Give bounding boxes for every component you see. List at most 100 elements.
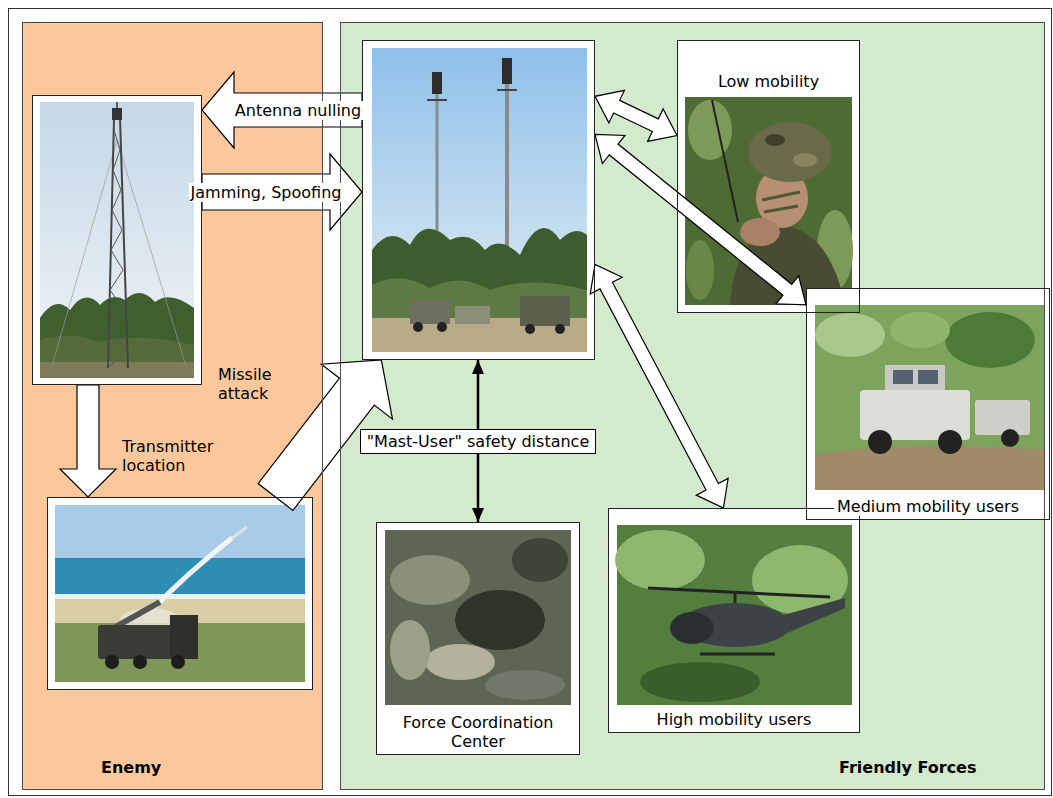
photo-box: [32, 95, 202, 385]
helmet-camo: [793, 153, 817, 167]
photo-frame: [32, 95, 202, 385]
edge-label: Antenna nulling: [233, 101, 363, 120]
photo-box: Force Coordination Center: [376, 522, 580, 755]
photo-frame: [362, 40, 595, 360]
antenna: [502, 58, 512, 84]
jeep-window: [918, 370, 938, 384]
vehicle: [410, 300, 450, 324]
region-label: Enemy: [101, 758, 161, 777]
trees: [40, 293, 194, 378]
friendly-mast-photo: [362, 40, 595, 360]
block-arrow: [595, 134, 806, 304]
blur-blob: [425, 644, 495, 680]
block-arrow: [60, 385, 116, 497]
wheel: [525, 324, 535, 334]
edge-label: Transmitter location: [122, 437, 247, 475]
enemy-region: Enemy: [22, 22, 323, 790]
photo-caption: Low mobility: [715, 72, 822, 91]
high-mobility-photo: [608, 508, 860, 733]
photo-frame: [376, 522, 580, 755]
crossarm: [497, 89, 517, 91]
surf: [55, 594, 305, 599]
photo-box: Medium mobility users: [806, 288, 1050, 520]
foliage: [890, 312, 950, 348]
foliage: [688, 100, 732, 160]
radio-antenna: [712, 100, 738, 222]
ground: [40, 362, 194, 378]
foliage: [815, 313, 885, 357]
helicopter-tail: [780, 598, 845, 634]
sea: [55, 558, 305, 596]
wheel: [413, 322, 423, 332]
wheel: [1001, 429, 1019, 447]
helmet: [748, 122, 832, 182]
missile: [232, 527, 247, 538]
skid: [700, 653, 775, 656]
launcher-cab: [170, 615, 198, 659]
tower-lattice: [108, 130, 126, 368]
photo-frame: [47, 497, 313, 690]
rotor: [648, 588, 830, 597]
jeep-window: [893, 370, 913, 384]
wheel: [105, 655, 119, 669]
blurred-photo: [385, 530, 571, 705]
friendly-ground: [340, 22, 1045, 790]
photo-caption: High mobility users: [654, 710, 815, 729]
helicopter-cockpit: [670, 612, 714, 644]
photo-caption: Medium mobility users: [834, 497, 1022, 516]
tent: [455, 306, 490, 324]
foliage: [686, 240, 714, 300]
outer-border: [9, 9, 1052, 796]
wheel: [437, 322, 447, 332]
smoke-trail: [150, 538, 232, 612]
wheel: [938, 430, 962, 454]
region-label: Friendly Forces: [839, 758, 976, 777]
crossarm: [427, 99, 447, 101]
face-paint: [762, 192, 800, 212]
lattice-tower: [108, 118, 128, 368]
wheel: [555, 324, 565, 334]
sky: [55, 505, 305, 560]
wheel: [133, 655, 147, 669]
edge-label: "Mast-User" safety distance: [360, 429, 597, 454]
photo-frame: [608, 508, 860, 733]
blur-blob: [455, 590, 545, 650]
helmet-camo: [765, 134, 785, 146]
force-coordination-photo: [376, 522, 580, 755]
blur-blob: [390, 555, 470, 605]
foliage: [815, 305, 1045, 490]
trees: [40, 335, 194, 378]
photo-box: High mobility users: [608, 508, 860, 733]
block-arrow: [595, 90, 677, 141]
road: [815, 446, 1045, 490]
blur-blob: [512, 538, 568, 582]
block-arrow: [590, 264, 728, 508]
jeep-cabin: [885, 365, 945, 393]
sky: [40, 102, 194, 378]
foliage: [945, 312, 1035, 368]
friendly-region: Friendly Forces Low mobilityMedium mobili…: [340, 22, 1045, 790]
missile-photo: [47, 497, 313, 690]
guy-wire: [52, 140, 186, 366]
photo-box: Low mobility: [677, 40, 860, 313]
blur-blob: [390, 620, 430, 680]
sky: [372, 48, 587, 352]
photo-frame: [806, 288, 1050, 520]
photo-box: [47, 497, 313, 690]
enemy-ground: [22, 22, 323, 790]
photo-box: [362, 40, 595, 360]
wheel: [171, 655, 185, 669]
hand: [740, 218, 780, 246]
medium-mobility-photo: [806, 288, 1050, 520]
blur-blob: [485, 670, 565, 700]
vehicle: [520, 296, 570, 326]
wheel: [868, 430, 892, 454]
photo-caption: Force Coordination Center: [383, 713, 573, 751]
vehicle: [975, 400, 1030, 435]
antenna: [432, 72, 442, 94]
